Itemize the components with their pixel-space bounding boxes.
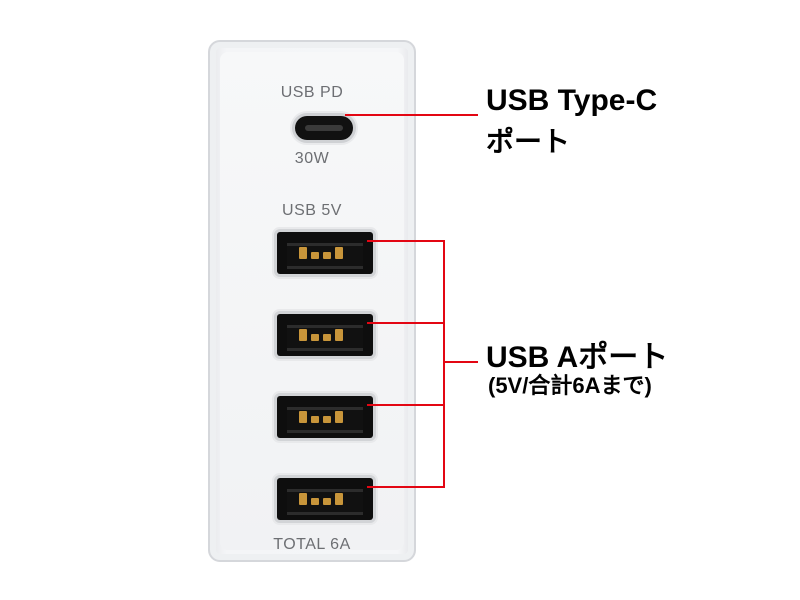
usba-label: USB 5V [282,202,342,219]
typea-callout-line [443,361,478,363]
usb-a-port [277,396,373,438]
total-label: TOTAL 6A [273,536,351,553]
usb-a-port [277,314,373,356]
usbc-watt-label: 30W [294,150,330,167]
typea-callout-line [367,322,445,324]
usbc-label: USB PD [280,84,344,101]
typea-title: USB Aポート [486,341,669,374]
typec-title: USB Type-C [486,84,658,117]
charger-body: USB PD 30W USB 5V TOTAL 6A [208,40,416,562]
usb-a-port [277,232,373,274]
typea-callout-line [367,486,445,488]
usb-c-port [295,116,353,140]
typea-callout-bracket [443,240,445,488]
typec-subtitle: ポート [486,126,571,157]
usb-a-port [277,478,373,520]
typea-subtitle: (5V/合計6Aまで) [488,373,652,398]
typec-callout-line [345,114,478,116]
typea-callout-line [367,404,445,406]
charger-face: USB PD 30W USB 5V TOTAL 6A [220,52,404,553]
typea-callout-line [367,240,445,242]
